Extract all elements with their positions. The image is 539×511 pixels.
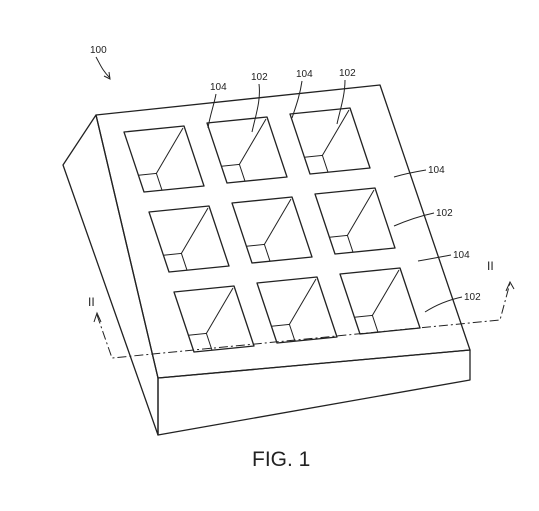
cell-cavity	[256, 276, 338, 344]
cell-outline	[256, 276, 338, 344]
cell-outline	[173, 285, 255, 353]
cell-cavity	[231, 196, 313, 264]
leader-line-wall	[393, 169, 427, 178]
assembly-ref-arrow	[95, 56, 111, 79]
cell-cavity	[123, 125, 205, 193]
cell-diagonal-edge	[288, 278, 317, 325]
section-cut-line	[96, 282, 511, 359]
block-body	[62, 84, 471, 436]
cell-diagonal-edge	[263, 198, 292, 245]
ref-label-wall: 104	[296, 69, 313, 80]
reference-labels: 104 102 104 102 104 102 104 102	[207, 68, 481, 313]
ref-label-wall: 104	[428, 165, 445, 176]
cell-diagonal-edge	[371, 269, 400, 316]
cell-outline	[148, 205, 230, 273]
cell-diagonal-edge	[155, 127, 184, 174]
assembly-reference: 100	[90, 45, 111, 80]
leader-line-wall	[291, 80, 303, 119]
leader-line-cell	[336, 79, 346, 125]
cell-cavity	[148, 205, 230, 273]
leader-line-cell	[393, 212, 435, 227]
leader-line-wall	[207, 93, 217, 129]
cell-cavity	[339, 267, 421, 335]
cell-outline	[289, 107, 371, 175]
leader-line-cell	[251, 83, 260, 133]
assembly-ref-label: 100	[90, 45, 107, 56]
ref-label-cell: 102	[251, 72, 268, 83]
section-mark-left: II	[88, 295, 95, 309]
section-mark-right: II	[487, 259, 494, 273]
assembly-ref-arrowhead	[103, 71, 111, 80]
cell-diagonal-edge	[321, 109, 350, 156]
cell-grid	[123, 107, 421, 353]
cell-diagonal-edge	[346, 189, 375, 236]
section-arrow-left	[93, 311, 102, 323]
cell-diagonal-edge	[205, 287, 234, 334]
cell-cavity	[173, 285, 255, 353]
figure-caption: FIG. 1	[252, 448, 310, 471]
ref-label-cell: 102	[464, 292, 481, 303]
cell-cavity	[206, 116, 288, 184]
cell-outline	[231, 196, 313, 264]
cell-outline	[123, 125, 205, 193]
ref-label-wall: 104	[453, 250, 470, 261]
leader-line-cell	[424, 296, 463, 313]
ref-label-cell: 102	[339, 68, 356, 79]
block-left-face	[62, 114, 159, 436]
section-arrow-right	[505, 280, 515, 292]
ref-label-cell: 102	[436, 208, 453, 219]
cell-diagonal-edge	[180, 207, 209, 254]
cell-cavity	[289, 107, 371, 175]
cell-outline	[314, 187, 396, 255]
leader-line-wall	[417, 254, 452, 262]
ref-label-wall: 104	[210, 82, 227, 93]
block-front-face	[157, 349, 471, 436]
cell-diagonal-edge	[238, 118, 267, 165]
cell-outline	[339, 267, 421, 335]
cell-outline	[206, 116, 288, 184]
cell-cavity	[314, 187, 396, 255]
section-line: II II	[88, 259, 515, 359]
